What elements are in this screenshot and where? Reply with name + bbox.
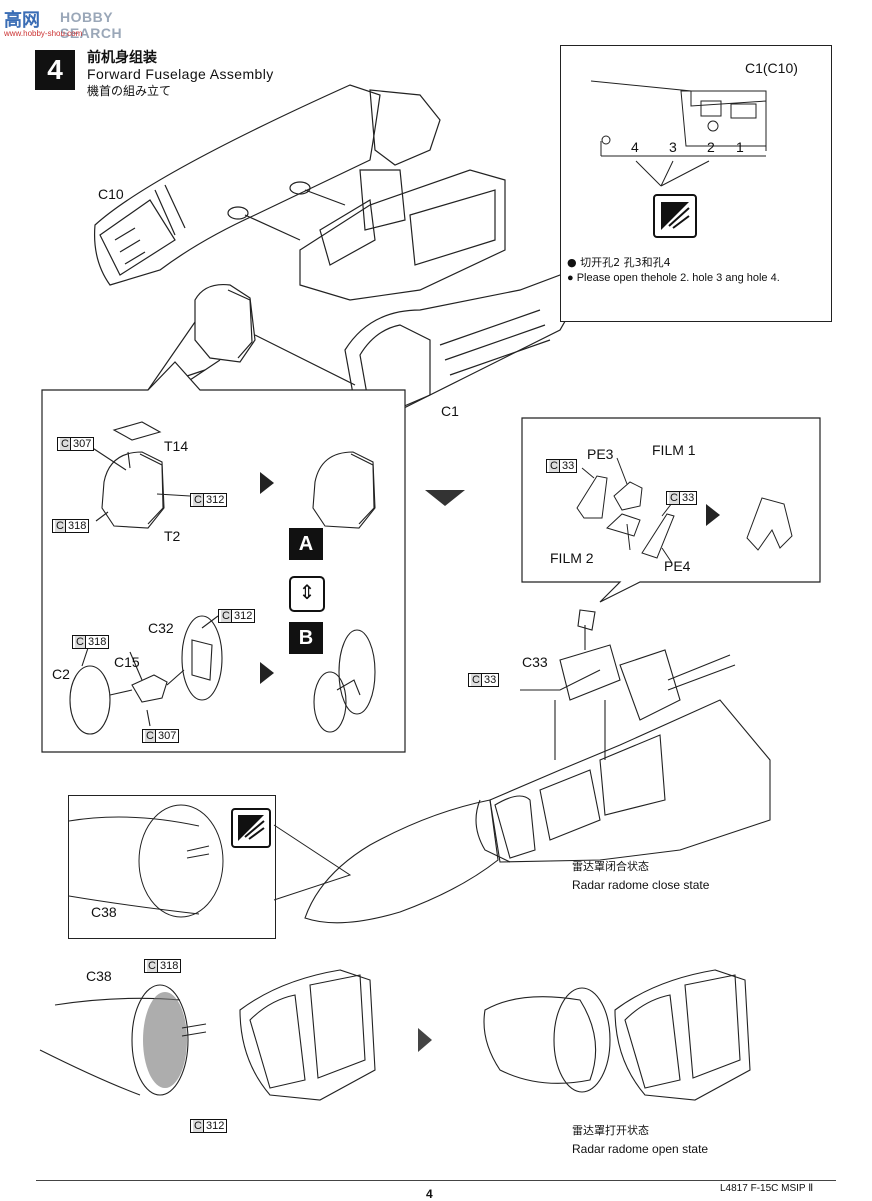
inset-hole-drawing	[590, 80, 767, 187]
label-pe4: PE4	[664, 558, 691, 574]
label-c2: C2	[52, 666, 70, 682]
radome-open-en: Radar radome open state	[572, 1142, 709, 1156]
cut-tool-icon	[231, 808, 271, 848]
swap-arrows-icon: ⇕	[289, 576, 325, 612]
step-title-jp: 機首の組み立て	[87, 84, 172, 98]
watermark-logo: 高网	[4, 10, 40, 31]
inset-hole-title: C1(C10)	[745, 60, 798, 76]
label-t2: T2	[164, 528, 181, 544]
label-c15: C15	[114, 654, 140, 670]
arrow-down-icon	[425, 490, 465, 506]
label-c10: C10	[98, 186, 124, 202]
footer-code: L4817 F-15C MSIP Ⅱ	[720, 1183, 814, 1194]
inset-note-cn: ● 切开孔2 孔3和孔4	[567, 254, 671, 270]
label-film1: FILM 1	[652, 442, 696, 458]
watermark-site: www.hobby-shou.com	[4, 29, 83, 38]
footer-rule	[36, 1180, 836, 1181]
step-number: 4	[47, 54, 63, 85]
label-c1: C1	[441, 403, 459, 419]
watermark: 高网 HOBBY SEARCH www.hobby-shou.com	[2, 4, 172, 41]
label-pe3: PE3	[587, 446, 614, 462]
bullet-icon: ●	[567, 256, 577, 269]
radome-close-en: Radar radome close state	[572, 878, 710, 892]
radome-close-cn: 雷达罩闭合状态	[572, 860, 649, 873]
option-a-label: A	[298, 533, 314, 555]
bullet-icon: ●	[567, 272, 574, 284]
subassembly-drawing	[69, 421, 376, 735]
arrow-right-icon	[706, 504, 720, 526]
label-c33: C33	[522, 654, 548, 670]
radome-close-inset: C38	[68, 795, 276, 939]
option-b-badge: B	[289, 622, 323, 654]
label-t14: T14	[164, 438, 189, 454]
radome-open-caption: 雷达罩打开状态 Radar radome open state	[572, 1122, 708, 1156]
label-film2: FILM 2	[550, 550, 594, 566]
pe-film-drawing	[576, 457, 793, 564]
label-c38-top: C38	[91, 904, 117, 920]
step-title-cn: 前机身组装	[87, 50, 157, 66]
watermark-brand: HOBBY SEARCH	[60, 9, 123, 41]
inset-note-en: ● Please open thehole 2. hole 3 ang hole…	[567, 272, 780, 284]
arrow-right-icon	[260, 472, 274, 494]
option-b-label: B	[298, 627, 314, 649]
hole-number: 3	[669, 139, 677, 155]
option-a-badge: A	[289, 528, 323, 560]
label-c38-bottom: C38	[86, 968, 112, 984]
step-number-badge: 4	[35, 50, 75, 90]
radome-open-cn: 雷达罩打开状态	[572, 1124, 649, 1137]
cut-tool-icon	[653, 194, 697, 238]
radome-close-caption: 雷达罩闭合状态 Radar radome close state	[572, 858, 709, 892]
hole-number: 4	[631, 139, 639, 155]
page-number: 4	[426, 1187, 433, 1201]
arrow-right-icon	[418, 1028, 432, 1052]
hole-number: 1	[736, 139, 744, 155]
arrow-right-icon	[260, 662, 274, 684]
inset-note-en-text: Please open thehole 2. hole 3 ang hole 4…	[576, 272, 780, 284]
step-title-en: Forward Fuselage Assembly	[87, 66, 274, 82]
label-c32: C32	[148, 620, 174, 636]
hole-number: 2	[707, 139, 715, 155]
inset-note-cn-text: 切开孔2 孔3和孔4	[580, 256, 671, 269]
inset-hole-panel: C1(C10) 4 3 2 1 ● 切开孔2 孔3和孔4 ● Please op…	[560, 45, 832, 322]
radome-close-drawing	[68, 804, 224, 918]
